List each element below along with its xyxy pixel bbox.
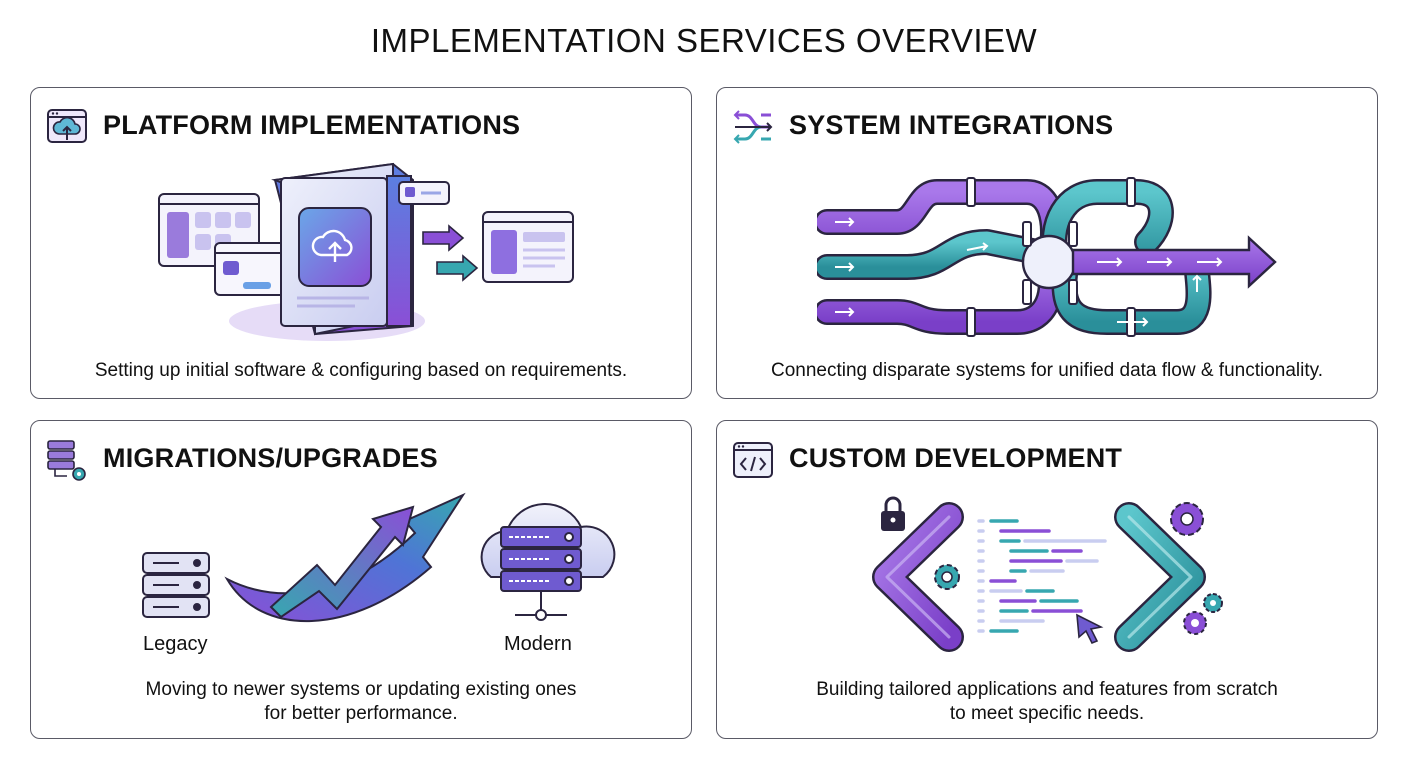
page-title: IMPLEMENTATION SERVICES OVERVIEW (370, 22, 1038, 59)
cloud-upload-window-icon (47, 109, 87, 143)
card-title: CUSTOM DEVELOPMENT (789, 443, 1123, 473)
description-line-1: Moving to newer systems or updating exis… (145, 679, 577, 700)
card-description: Building tailored applications and featu… (717, 678, 1377, 726)
legacy-label: Legacy (143, 633, 208, 655)
description-line-2: to meet specific needs. (949, 703, 1145, 724)
description-line-1: Building tailored applications and featu… (816, 679, 1278, 700)
migration-illustration (142, 492, 616, 623)
platform-illustration (158, 162, 574, 341)
modern-label: Modern (504, 633, 572, 655)
database-gear-icon (47, 440, 86, 481)
pipes-illustration (817, 177, 1277, 337)
custom-development-card: CUSTOM DEVELOPMENT (716, 420, 1378, 739)
migrations-upgrades-card: MIGRATIONS/UPGRADES (30, 420, 692, 739)
code-illustration (872, 496, 1223, 652)
gear-icon (934, 564, 960, 590)
card-title: PLATFORM IMPLEMENTATIONS (103, 110, 521, 140)
card-title: MIGRATIONS/UPGRADES (103, 443, 438, 473)
card-description: Connecting disparate systems for unified… (771, 360, 1323, 381)
card-title: SYSTEM INTEGRATIONS (789, 110, 1114, 140)
platform-implementations-card: PLATFORM IMPLEMENTATIONS (30, 87, 692, 399)
code-window-icon (733, 442, 773, 478)
system-integrations-card: SYSTEM INTEGRATIONS (716, 87, 1378, 399)
merge-arrows-icon (733, 110, 773, 144)
description-line-2: for better performance. (264, 703, 458, 724)
legacy-server-icon (142, 552, 210, 618)
card-description: Moving to newer systems or updating exis… (31, 678, 691, 726)
card-description: Setting up initial software & configurin… (94, 360, 628, 381)
